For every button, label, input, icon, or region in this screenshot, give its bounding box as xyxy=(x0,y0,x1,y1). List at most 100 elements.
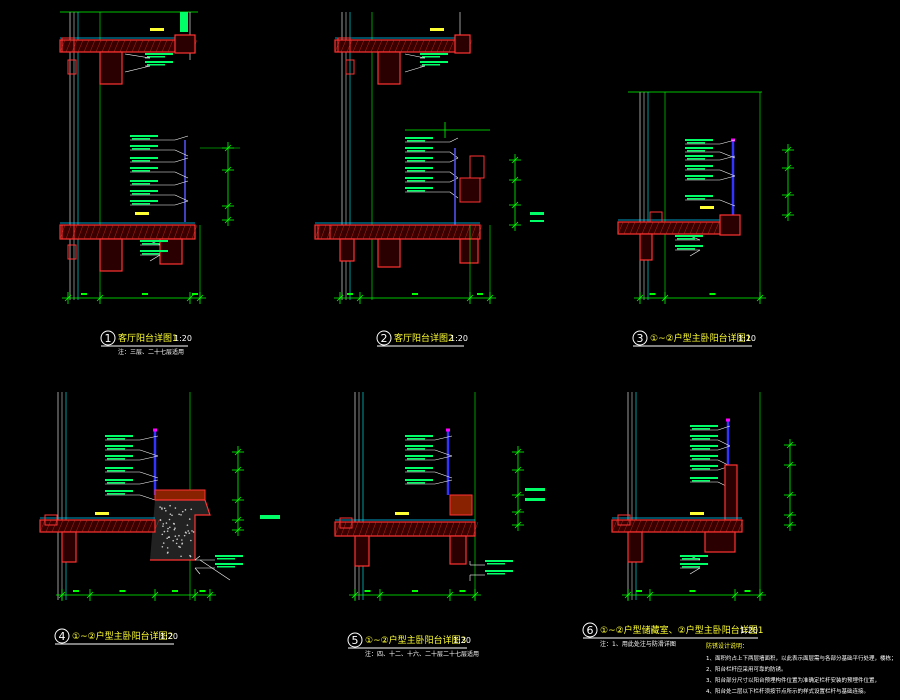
leader-label xyxy=(140,250,168,252)
leader-label xyxy=(142,253,160,255)
beam xyxy=(355,536,369,566)
soil-dot xyxy=(178,535,180,537)
soil-dot xyxy=(162,525,164,527)
detail-number: 1 xyxy=(105,332,112,345)
leader-label xyxy=(485,570,513,572)
yellow-label xyxy=(690,512,704,515)
leader-label xyxy=(105,467,133,469)
beam xyxy=(378,239,400,267)
dimension-text-mark xyxy=(120,590,126,592)
leader-label xyxy=(685,165,713,167)
label xyxy=(530,220,544,222)
soil-dot xyxy=(185,531,187,533)
leader-label xyxy=(107,493,125,495)
soil-dot xyxy=(162,546,164,548)
leader-label xyxy=(407,180,425,182)
dimension-text-mark xyxy=(200,590,206,592)
leader-label xyxy=(405,187,433,189)
detail-note: 注：1、用此处注与防滑详图 xyxy=(600,640,676,648)
leader-label xyxy=(130,167,158,169)
leader-label xyxy=(405,157,433,159)
soil-dot xyxy=(165,510,167,512)
leader-label xyxy=(680,555,708,557)
soil-dot xyxy=(172,540,174,542)
soil-dot xyxy=(191,530,193,532)
leader-label xyxy=(132,160,150,162)
leader-label xyxy=(685,175,713,177)
soil-dot xyxy=(182,511,184,513)
leader-label xyxy=(690,455,718,457)
leader-label xyxy=(107,438,125,440)
leader-label xyxy=(132,138,150,140)
beam xyxy=(340,239,354,261)
dimension-text-mark xyxy=(73,590,79,592)
detail-title: ①~②户型主卧阳台详图3 xyxy=(365,634,466,646)
label xyxy=(525,498,545,501)
yellow-label xyxy=(150,28,164,31)
tag xyxy=(180,12,188,32)
soil-dot xyxy=(164,531,166,533)
leader-label xyxy=(105,445,133,447)
leader-label xyxy=(407,438,425,440)
soil-dot xyxy=(193,531,195,533)
leader-label xyxy=(687,178,705,180)
detail-number: 6 xyxy=(587,624,594,637)
leader-label xyxy=(692,438,710,440)
soil-dot xyxy=(168,536,170,538)
label xyxy=(530,212,544,215)
dimension-text-mark xyxy=(142,293,148,295)
soil-dot xyxy=(167,552,169,554)
soil-dot xyxy=(174,527,176,529)
leader-label xyxy=(217,566,235,568)
floor-slab xyxy=(335,522,475,536)
leader-label xyxy=(405,455,433,457)
detail-scale: 1:20 xyxy=(450,334,468,343)
soil-dot xyxy=(189,518,191,520)
leader-label xyxy=(692,468,710,470)
soil-dot xyxy=(169,526,171,528)
leader-label xyxy=(145,53,173,55)
soil-dot xyxy=(187,524,189,526)
leader-label xyxy=(142,243,160,245)
detail-number: 5 xyxy=(352,634,359,647)
leader-label xyxy=(107,470,125,472)
beam xyxy=(100,239,122,271)
beam xyxy=(450,536,466,564)
soil-dot xyxy=(174,529,176,531)
soil-dot xyxy=(169,505,171,507)
leader-label xyxy=(407,448,425,450)
leader-label xyxy=(405,147,433,149)
soil-dot xyxy=(169,519,171,521)
soil-dot xyxy=(184,535,186,537)
leader-label xyxy=(422,64,440,66)
leader-label xyxy=(145,61,173,63)
soil-dot xyxy=(166,537,168,539)
soil-dot xyxy=(180,555,182,557)
leader-label xyxy=(690,465,718,467)
leader-label xyxy=(405,177,433,179)
label xyxy=(525,488,545,491)
soil-dot xyxy=(190,508,192,510)
leader-label xyxy=(107,458,125,460)
leader-label xyxy=(675,235,703,237)
soil-dot xyxy=(167,547,169,549)
caption-4: 4 ①~②户型主卧阳台详图2 1:20 xyxy=(55,629,178,644)
beam xyxy=(628,532,642,562)
beam xyxy=(455,35,470,53)
soil-dot xyxy=(180,514,182,516)
soil-dot xyxy=(160,519,162,521)
dimension-text-mark xyxy=(650,293,656,295)
soil-dot xyxy=(171,514,173,516)
leader-label xyxy=(690,425,718,427)
notes-line: 1、面积约占上下两层墙面积，以此表示面层需与各部分基础平行处理，楼栋； xyxy=(706,654,897,662)
leader-label xyxy=(685,139,713,141)
dimension-text-mark xyxy=(710,293,716,295)
leader-label xyxy=(107,482,125,484)
soil-dot xyxy=(178,514,180,516)
dimension-text-mark xyxy=(365,590,371,592)
leader-label xyxy=(407,150,425,152)
leader-label xyxy=(692,480,710,482)
dimension-text-mark xyxy=(192,293,198,295)
leader-label xyxy=(692,458,710,460)
leader-label xyxy=(685,147,713,149)
